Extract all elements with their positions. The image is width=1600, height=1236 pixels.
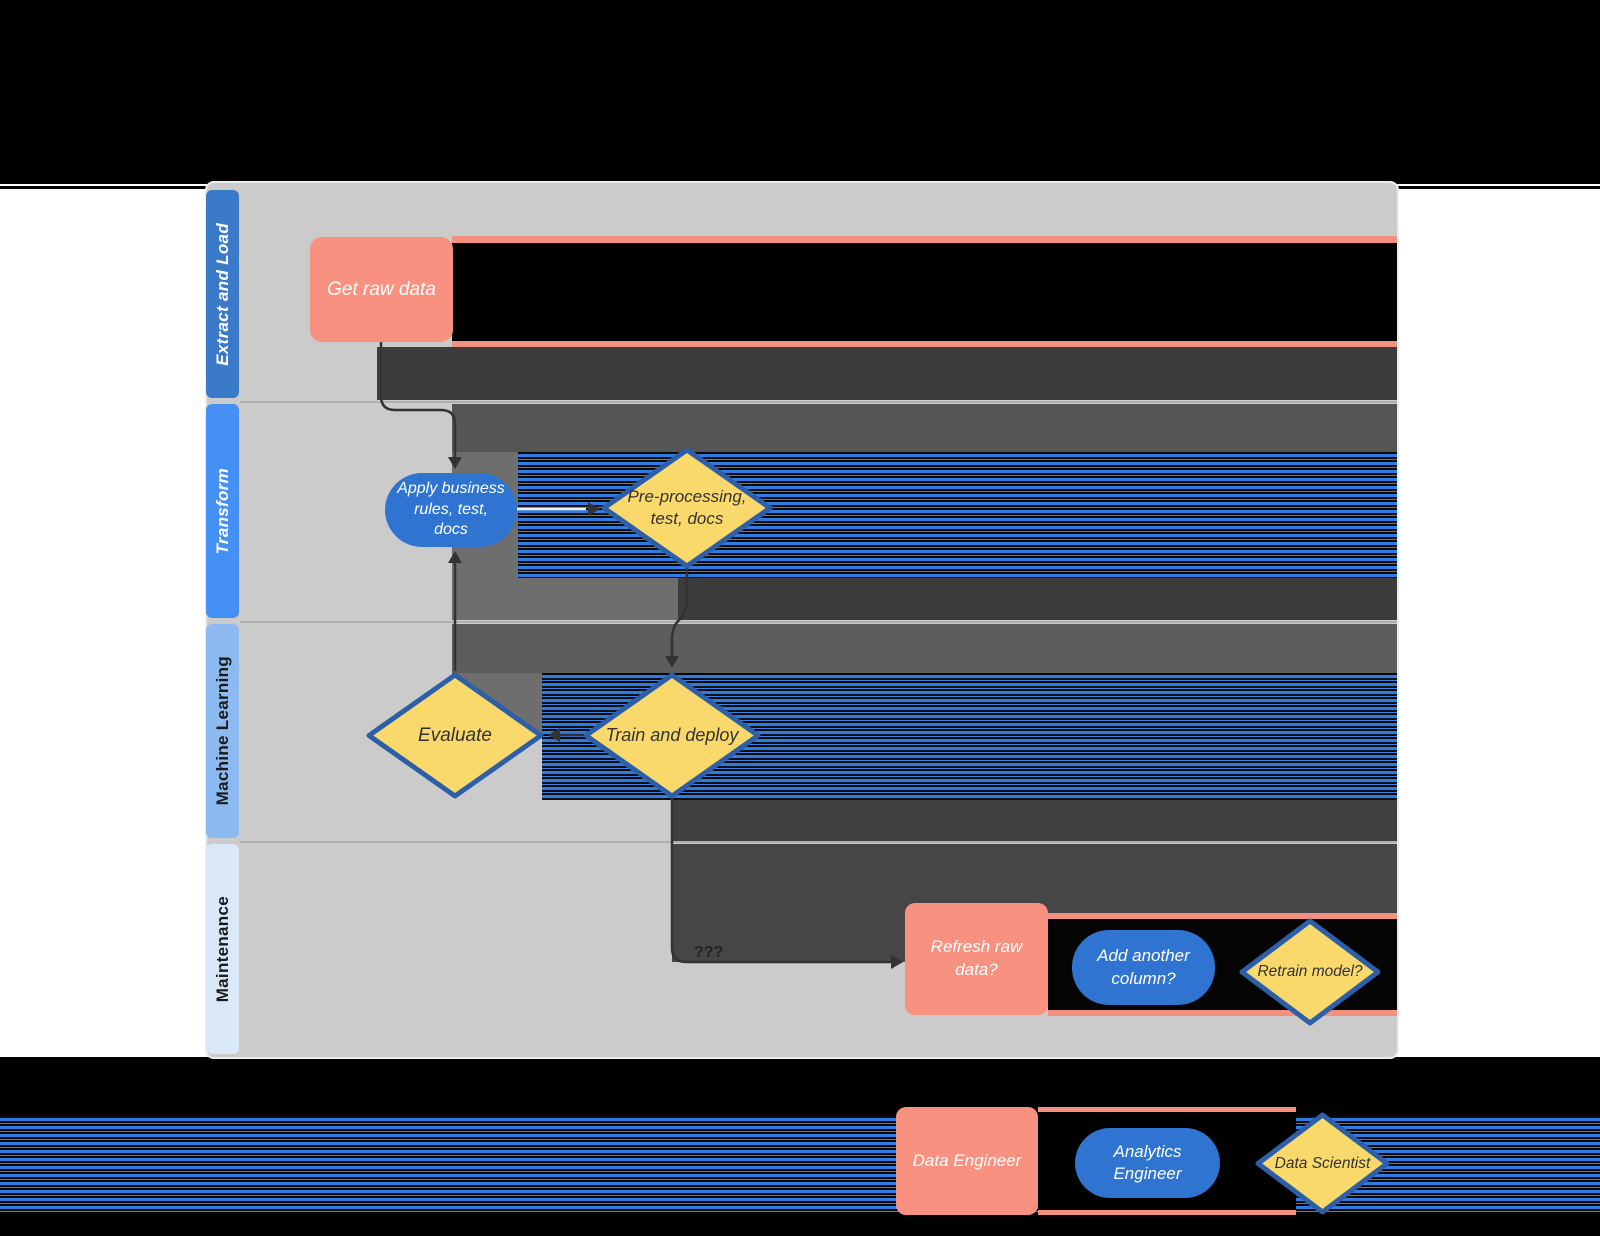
lane-label: Maintenance: [212, 895, 232, 1003]
smear-salmon-line: [1048, 913, 1397, 919]
top-black-band: [0, 0, 1600, 184]
lane-divider: [240, 401, 1397, 403]
legend-item-analytics-engineer: Analytics Engineer: [1075, 1128, 1220, 1198]
decision-diamond-icon: [366, 672, 544, 799]
smear-black-block: [452, 243, 1397, 341]
node-label: Evaluate: [418, 724, 492, 746]
decision-diamond-icon: [583, 672, 761, 799]
smear-salmon-line: [452, 236, 1397, 243]
node-label: Train and deploy: [605, 725, 739, 745]
smear-dark-block: [452, 624, 1397, 673]
node-pre-processing: Pre-processing, test, docs: [600, 446, 774, 570]
node-add-another-column: Add another column?: [1072, 930, 1215, 1005]
decision-diamond-icon: [1255, 1112, 1390, 1215]
lane-label: Extract and Load: [212, 222, 232, 366]
smear-dark-block: [377, 347, 1397, 400]
lane-header-maintenance: Maintenance: [206, 844, 239, 1054]
decision-diamond-icon: [1239, 918, 1381, 1026]
node-evaluate: Evaluate: [365, 671, 545, 800]
legend-item-data-scientist: Data Scientist: [1254, 1111, 1391, 1216]
smear-dark-block: [452, 404, 1397, 452]
lane-label: Transform: [212, 467, 232, 555]
node-label: Pre-processing, test, docs: [627, 486, 747, 528]
smear-medium-block: [518, 578, 678, 620]
edge-label-question: ???: [694, 944, 724, 961]
node-apply-business-rules: Apply business rules, test, docs: [385, 473, 517, 547]
lane-divider: [240, 621, 1397, 623]
lane-header-extract-and-load: Extract and Load: [206, 190, 239, 398]
smear-dark-block: [678, 578, 1397, 620]
lane-divider: [240, 841, 1397, 843]
smear-salmon-line: [452, 341, 1397, 347]
lane-header-transform: Transform: [206, 404, 239, 618]
legend-item-data-engineer: Data Engineer: [896, 1107, 1038, 1215]
lane-label: Machine Learning: [212, 656, 232, 806]
smear-dark-block: [672, 800, 1397, 841]
node-label: Retrain model?: [1257, 963, 1363, 980]
node-get-raw-data: Get raw data: [310, 237, 453, 342]
node-retrain-model: Retrain model?: [1238, 917, 1382, 1027]
node-refresh-raw-data: Refresh raw data?: [905, 903, 1048, 1015]
decision-diamond-icon: [601, 447, 773, 569]
legend-label: Data Scientist: [1274, 1154, 1371, 1172]
node-train-and-deploy: Train and deploy: [582, 671, 762, 800]
lane-header-machine-learning: Machine Learning: [206, 624, 239, 838]
smear-salmon-line: [1048, 1010, 1397, 1016]
